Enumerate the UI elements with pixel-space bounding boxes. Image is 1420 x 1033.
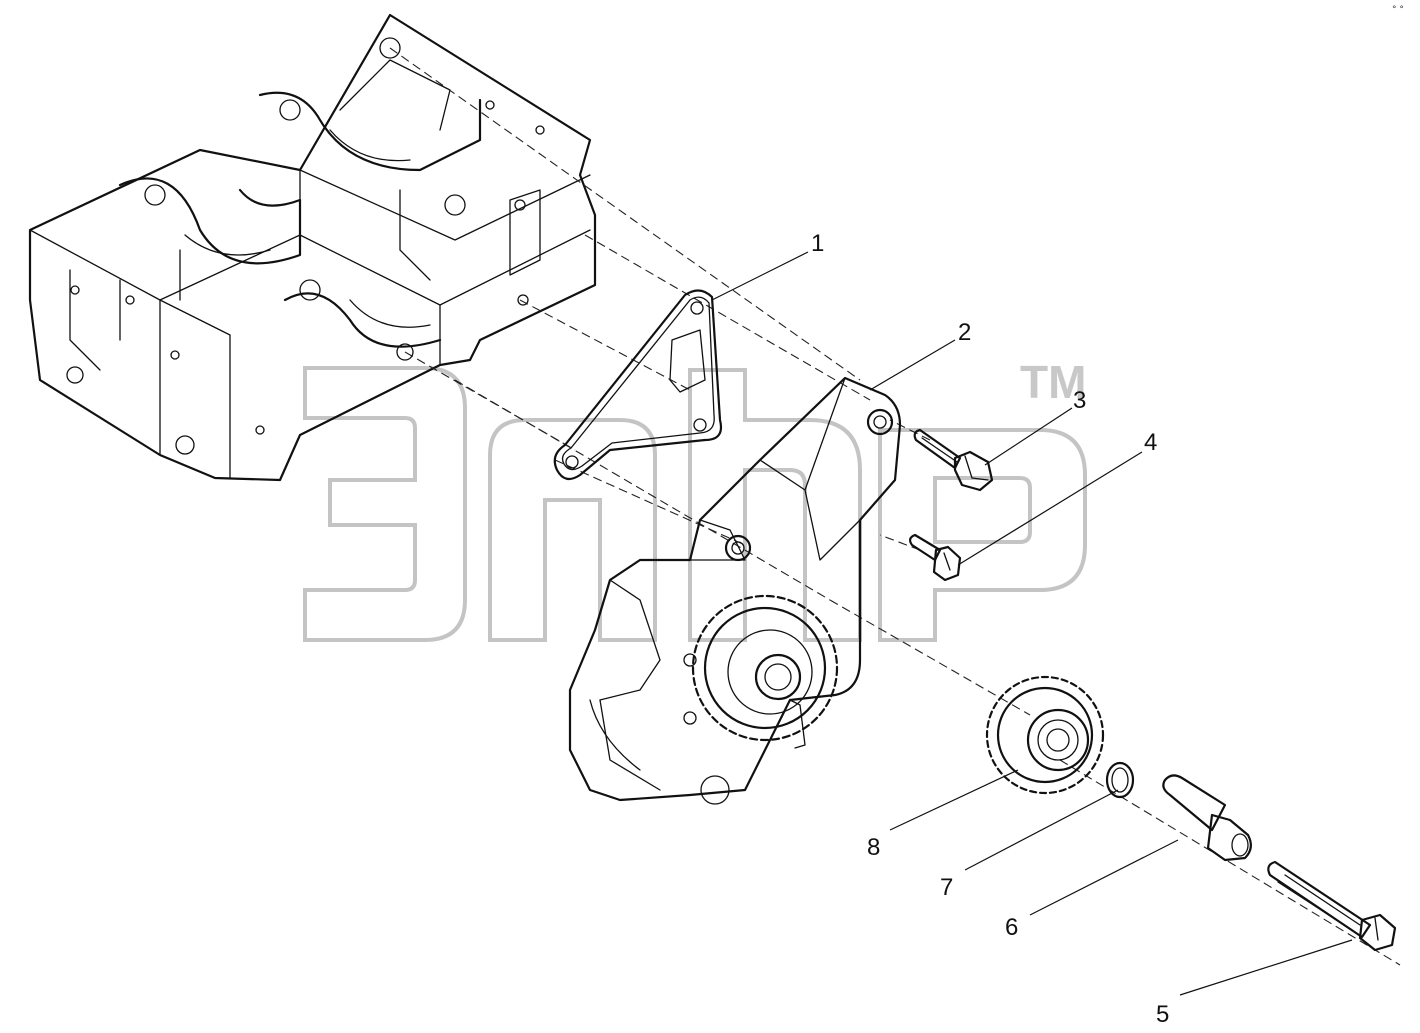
callout-8: 8 bbox=[867, 834, 880, 861]
trademark-mark: TM bbox=[1020, 356, 1086, 408]
leader-6 bbox=[1029, 839, 1179, 916]
assembly-lines bbox=[389, 47, 1401, 966]
callout-numbers: 1 2 3 4 5 6 7 8 bbox=[811, 230, 1169, 1028]
callout-1: 1 bbox=[811, 230, 824, 257]
leader-lines bbox=[711, 251, 1353, 996]
oil-pump-housing bbox=[568, 376, 902, 805]
callout-2: 2 bbox=[958, 319, 971, 346]
leader-7 bbox=[964, 789, 1119, 871]
bolt-part-3 bbox=[913, 428, 994, 492]
shaft-part bbox=[1162, 774, 1252, 862]
leader-5 bbox=[1179, 939, 1353, 996]
leader-4 bbox=[957, 451, 1143, 566]
callout-5: 5 bbox=[1156, 1001, 1169, 1028]
washer-part bbox=[1105, 761, 1135, 799]
long-bolt-part bbox=[1267, 860, 1397, 952]
watermark-logo: TM bbox=[303, 356, 1087, 642]
bolt-part-4 bbox=[908, 533, 962, 582]
idler-gear-part bbox=[985, 675, 1105, 795]
leader-8 bbox=[889, 769, 1019, 831]
callout-7: 7 bbox=[940, 874, 953, 901]
leader-3 bbox=[984, 407, 1073, 466]
leader-2 bbox=[869, 339, 956, 391]
engine-block bbox=[28, 13, 597, 482]
callout-4: 4 bbox=[1144, 429, 1157, 456]
leader-1 bbox=[711, 251, 809, 301]
corner-mark: ° ° bbox=[1392, 5, 1404, 15]
callout-6: 6 bbox=[1005, 914, 1018, 941]
callout-3: 3 bbox=[1073, 387, 1086, 414]
gasket-part bbox=[553, 289, 723, 481]
